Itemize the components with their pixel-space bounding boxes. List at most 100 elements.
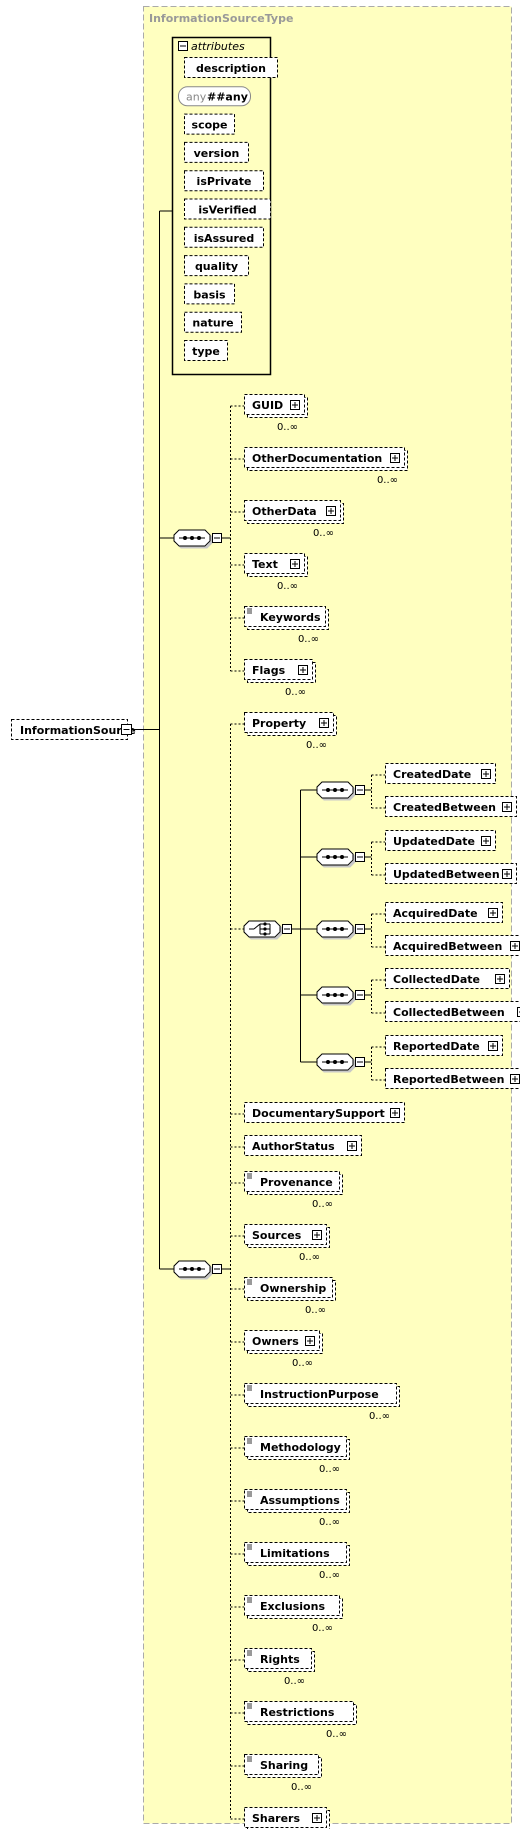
element-label: Sharing [260,1759,308,1772]
element-author-status[interactable]: AuthorStatus [245,1136,362,1156]
element-label: GUID [252,399,283,412]
expand-button[interactable] [511,1075,520,1084]
type-label: InformationSourceType [149,12,293,25]
root-collapse-button[interactable] [122,725,132,735]
any-prefix: any [186,90,207,103]
expand-button[interactable] [503,870,512,879]
expand-button[interactable] [391,1109,400,1118]
occurrence-label: 0..∞ [319,1464,340,1475]
attribute-label: version [194,147,240,160]
occurrence-label: 0..∞ [312,1623,333,1634]
expand-button[interactable] [320,719,329,728]
attributes-header: attributes [191,40,245,53]
expand-button[interactable] [489,909,498,918]
expand-button[interactable] [306,1337,315,1346]
collapse-button[interactable] [356,925,365,934]
element-label: CreatedBetween [393,801,496,814]
element-updated-date[interactable]: UpdatedDate [386,831,496,851]
occurrence-label: 0..∞ [312,1199,333,1210]
element-label: ReportedDate [393,1040,480,1053]
occurrence-label: 0..∞ [285,687,306,698]
element-documentary-support[interactable]: DocumentarySupport [245,1103,405,1123]
attribute-nature[interactable]: nature [185,312,242,332]
collapse-button[interactable] [356,786,365,795]
any-value: ##any [207,90,248,103]
element-label: Sources [252,1229,302,1242]
occurrence-label: 0..∞ [313,528,334,539]
occurrence-label: 0..∞ [319,1517,340,1528]
attribute-type[interactable]: type [185,341,228,361]
element-label: Text [252,558,278,571]
expand-button[interactable] [482,770,491,779]
attribute-label: isVerified [198,204,256,217]
occurrence-label: 0..∞ [319,1570,340,1581]
occurrence-label: 0..∞ [298,634,319,645]
attribute-quality[interactable]: quality [185,256,249,276]
expand-button[interactable] [313,1814,322,1823]
attribute-version[interactable]: version [185,142,249,162]
occurrence-label: 0..∞ [284,1676,305,1687]
expand-button[interactable] [489,1042,498,1051]
attribute-label: isPrivate [197,175,252,188]
collapse-button[interactable] [213,534,222,543]
attribute-is-private[interactable]: isPrivate [185,171,264,191]
element-label: ReportedBetween [393,1073,504,1086]
collapse-button[interactable] [356,1058,365,1067]
element-updated-between[interactable]: UpdatedBetween [386,864,517,884]
occurrence-label: 0..∞ [369,1411,390,1422]
attributes-collapse-button[interactable] [179,42,188,51]
attribute-label: isAssured [194,232,255,245]
element-label: Flags [252,664,286,677]
expand-button[interactable] [299,666,308,675]
attribute-description[interactable]: description [185,58,278,78]
element-reported-date[interactable]: ReportedDate [386,1036,503,1056]
element-label: CreatedDate [393,768,471,781]
element-label: Keywords [260,611,321,624]
expand-button[interactable] [348,1142,357,1151]
attribute-label: type [192,345,220,358]
expand-button[interactable] [291,560,300,569]
element-sharers[interactable]: Sharers0..∞ [245,1808,330,1830]
element-label: UpdatedDate [393,835,475,848]
element-created-between[interactable]: CreatedBetween [386,797,517,817]
occurrence-label: 0..∞ [377,475,398,486]
element-label: Rights [260,1653,300,1666]
element-collected-between[interactable]: CollectedBetween [386,1002,520,1022]
attribute-basis[interactable]: basis [185,284,235,304]
element-label: AuthorStatus [252,1140,335,1153]
collapse-button[interactable] [356,853,365,862]
attribute-is-verified[interactable]: isVerified [185,199,271,219]
element-label: Methodology [260,1441,341,1454]
attribute-any-any[interactable]: any##any [179,87,251,106]
root-element[interactable]: InformationSource [12,720,136,740]
attribute-label: scope [192,119,228,132]
element-label: AcquiredDate [393,907,478,920]
element-acquired-date[interactable]: AcquiredDate [386,903,503,923]
occurrence-label: 0..∞ [305,1305,326,1316]
element-reported-between[interactable]: ReportedBetween [386,1069,520,1089]
element-label: Ownership [260,1282,326,1295]
element-label: Exclusions [260,1600,325,1613]
element-collected-date[interactable]: CollectedDate [386,969,510,989]
element-label: OtherDocumentation [252,452,382,465]
element-created-date[interactable]: CreatedDate [386,764,496,784]
element-acquired-between[interactable]: AcquiredBetween [386,936,520,956]
occurrence-label: 0..∞ [292,1358,313,1369]
collapse-button[interactable] [283,925,292,934]
expand-button[interactable] [496,975,505,984]
expand-button[interactable] [482,837,491,846]
attribute-scope[interactable]: scope [185,114,235,134]
expand-button[interactable] [503,803,512,812]
attribute-is-assured[interactable]: isAssured [185,227,264,247]
occurrence-label: 0..∞ [326,1729,347,1740]
occurrence-label: 0..∞ [277,422,298,433]
collapse-button[interactable] [356,991,365,1000]
expand-button[interactable] [511,942,520,951]
attribute-label: nature [192,317,233,330]
expand-button[interactable] [391,454,400,463]
expand-button[interactable] [313,1231,322,1240]
collapse-button[interactable] [213,1265,222,1274]
expand-button[interactable] [327,507,336,516]
expand-button[interactable] [291,401,300,410]
element-label: Provenance [260,1176,333,1189]
